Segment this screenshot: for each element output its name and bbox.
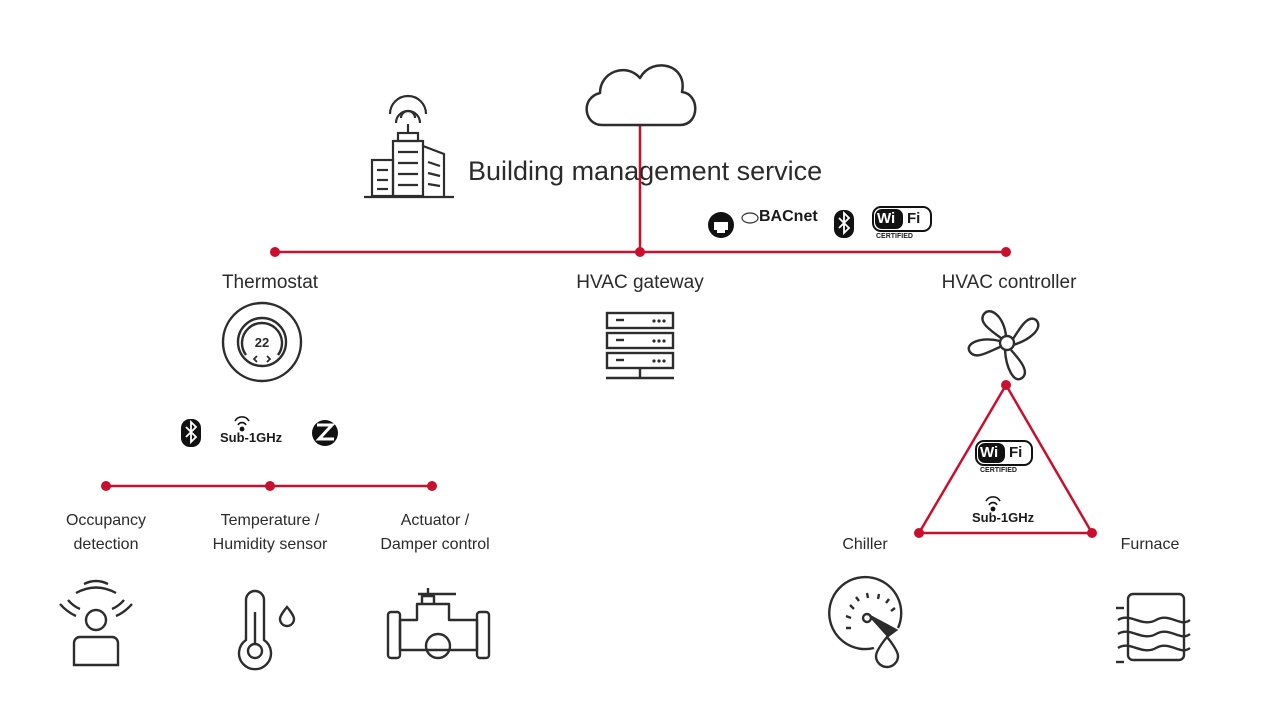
sub-ghz-label-left: Sub-1GHz [220,430,283,445]
occupancy-label-line1: Occupancy [65,512,147,529]
thermostat-node-dot [270,247,280,257]
sub-ghz-wave-icon-triangle [985,496,1001,512]
occupancy-sensor-icon [59,579,133,667]
furnace-node-dot [1087,528,1097,538]
occupancy-node-dot [101,481,111,491]
thermostat-icon [221,301,303,383]
gauge-icon [828,575,903,669]
wifi-badge-top-wi: Wi [877,210,896,227]
sub-ghz-label-triangle: Sub-1GHz [972,510,1035,525]
ethernet-icon [708,212,734,238]
fan-node-dot [1001,380,1011,390]
server-icon [605,311,675,380]
bacnet-logo-mark [741,212,759,224]
fan-icon [967,310,1040,381]
controller-label: HVAC controller [941,272,1077,293]
zigbee-icon [312,420,338,446]
actuator-label-line2: Damper control [380,536,490,553]
controller-triangle [916,382,1095,535]
chiller-label: Chiller [842,536,888,553]
actuator-label-line1: Actuator / [400,512,470,529]
wifi-certified-badge-triangle [975,440,1033,466]
bluetooth-icon-top [834,210,854,238]
gateway-node-dot [635,247,645,257]
thermostat-value: 22 [254,335,270,350]
occupancy-label-line2: detection [73,536,139,553]
wifi-badge-triangle-wi: Wi [980,444,999,461]
wifi-certified-badge-top [872,206,932,232]
furnace-label: Furnace [1120,536,1180,553]
actuator-node-dot [427,481,437,491]
wifi-badge-triangle-certified: CERTIFIED [980,467,1017,474]
connection-dots [101,247,1097,538]
bluetooth-icon-left [181,419,201,447]
wifi-badge-top-certified: CERTIFIED [876,233,913,240]
thermostat-label: Thermostat [221,272,319,293]
temperature-label-line2: Humidity sensor [212,536,328,553]
wifi-badge-triangle-fi: Fi [1009,444,1023,461]
cloud-icon [585,64,697,127]
wifi-badge-top-fi: Fi [907,210,921,227]
gateway-label: HVAC gateway [576,272,704,293]
page-title: Building management service [468,156,823,186]
valve-icon [386,588,491,660]
thermometer-icon [237,589,296,671]
chiller-node-dot [914,528,924,538]
furnace-icon [1116,592,1191,664]
server-led-dots [652,319,666,363]
building-icon [364,94,454,199]
temperature-label-line1: Temperature / [220,512,320,529]
bacnet-logo-text: BACnet [759,208,818,225]
temperature-node-dot [265,481,275,491]
controller-node-dot [1001,247,1011,257]
sub-ghz-wave-icon-left [234,416,250,432]
